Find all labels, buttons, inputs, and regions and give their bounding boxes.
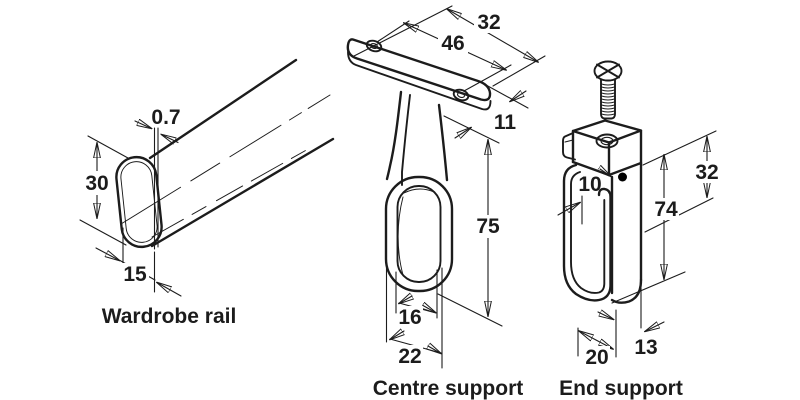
screw-icon: [593, 60, 623, 120]
ring-inner-arrow-right: [423, 306, 436, 313]
hook-depth-arrow-left: [597, 312, 614, 320]
wardrobe-rail-drawing: 0.7 30 15 Wardrobe rail: [79, 58, 335, 328]
dim-ring-inner-width: 16: [398, 306, 421, 329]
dim-ring-outer-width: 22: [398, 345, 421, 368]
height-ext-bottom: [79, 219, 127, 246]
ring-outer-arrow-left: [390, 331, 404, 340]
dim-mouth-opening: 10: [578, 173, 601, 196]
dim-wall-thickness: 0.7: [151, 106, 180, 129]
screw-shaft: [600, 79, 616, 120]
screw-threads: [601, 83, 615, 116]
rail-bottom-edge: [150, 137, 335, 248]
dim-plate-length: 32: [477, 11, 500, 34]
dim-total-height: 74: [654, 198, 678, 221]
clamp-underside-edge: [607, 161, 643, 177]
rail-oval-inner: [120, 161, 158, 243]
mouth-arrow: [557, 203, 580, 216]
dim-plate-depth: 11: [494, 111, 517, 134]
hook-depth-arrow-right: [645, 322, 665, 332]
centre-support-caption: Centre support: [373, 377, 524, 400]
plate-thickness-edge: [347, 51, 492, 111]
end-ext-top: [642, 130, 717, 166]
mouth-arrow-2: [600, 169, 611, 177]
plate-depth-arrow-right: [510, 91, 527, 102]
hook-outer-edge: [562, 163, 612, 302]
backplate-bottom-curve: [610, 278, 643, 304]
ring-depth-arc-top: [403, 188, 435, 194]
plate-screw-hole-1: [365, 39, 383, 53]
ring-inner-arrow-left: [399, 296, 412, 304]
dim-drop-height: 75: [476, 215, 500, 238]
dim-upper-height: 32: [695, 161, 718, 184]
width-arrow-left: [95, 247, 120, 261]
screw-cross-slot: [596, 63, 620, 79]
rail-oval-outer: [115, 155, 163, 249]
plate-len-dim-line: [447, 9, 538, 62]
plate-len-ext-left: [353, 5, 453, 57]
dim-hole-spacing: 46: [441, 32, 464, 55]
ring-inner: [396, 185, 442, 283]
rail-highlight-line-1: [120, 94, 331, 225]
plate-screw-hole-2: [452, 88, 470, 102]
plate-depth-arrow-left: [454, 128, 471, 139]
clamp-lip-inner-line: [564, 139, 574, 153]
plate-screw-hole-1-inner: [369, 42, 379, 50]
spacing-ext-left: [376, 20, 410, 43]
ring-outer: [384, 175, 454, 293]
dim-rail-width: 15: [123, 263, 147, 286]
plate-depth-ext-lower: [443, 115, 500, 144]
ring-outer-arrow-right: [428, 346, 441, 354]
screw-head: [593, 60, 623, 82]
height-ext-top: [87, 135, 129, 159]
plate-screw-hole-2-inner: [456, 91, 466, 99]
stem-right: [437, 103, 449, 182]
clamp-threaded-hole: [595, 133, 619, 149]
wall-arrow-left: [134, 121, 152, 129]
wardrobe-rail-caption: Wardrobe rail: [102, 305, 237, 328]
clamp-top-face: [571, 119, 643, 144]
dim-hook-depth: 13: [634, 336, 657, 359]
drop-ext-bottom: [437, 293, 503, 327]
centre-support-drawing: 46 32 11 75 16 22 Centre suppo: [346, 5, 546, 400]
end-ext-bottom: [611, 271, 686, 304]
end-support-caption: End support: [559, 377, 683, 400]
plate-top-face: [346, 38, 492, 102]
plate-depth-ext-upper: [485, 84, 529, 109]
clamp-threaded-hole-inner: [600, 136, 614, 146]
hook-rivet-hole: [618, 172, 627, 182]
clamp-lip-tab: [562, 132, 576, 161]
end-support-drawing: 10 32 74 20 13 End support: [557, 60, 721, 400]
wall-arrow-right: [162, 135, 179, 143]
dim-rail-height: 30: [85, 172, 108, 195]
stem-left-inner: [401, 94, 411, 186]
hook-inner-edge: [570, 171, 606, 294]
width-arrow-right: [157, 283, 182, 297]
ring-depth-arc-left: [397, 196, 404, 276]
stem-left-outer: [385, 90, 403, 181]
dim-hook-width: 20: [585, 346, 608, 369]
rail-highlight-line-2: [151, 147, 311, 238]
